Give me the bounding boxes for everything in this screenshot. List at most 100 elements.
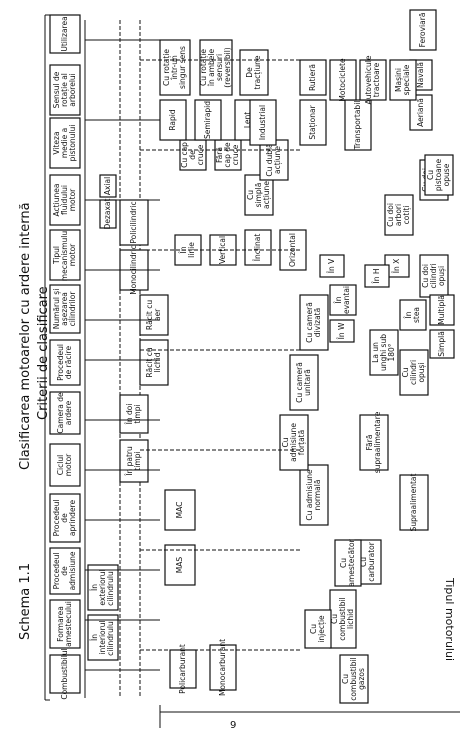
use-box: Feroviară [409, 9, 437, 51]
mixture-box: Îninteriorulcilindrului [87, 614, 119, 661]
svg-text:În doitimpi: În doitimpi [125, 404, 142, 425]
cylinder-box: Înstea [399, 299, 427, 331]
svg-text:Cupistoaneopuse: Cupistoaneopuse [426, 158, 451, 191]
rotation-box: Cu rotațieîn ambelesensuri(reversibil) [199, 39, 233, 96]
svg-text:Fărăsupraalimentare: Fărăsupraalimentare [365, 411, 382, 473]
svg-text:Lent: Lent [243, 112, 252, 128]
svg-text:Cucombustibillichid: Cucombustibillichid [330, 597, 355, 640]
criterion-box: Numărul șiașezareacilindrilor [49, 284, 81, 334]
fuel-type-box: Cuinjecție [304, 609, 332, 649]
svg-text:Vitezamedie apistonului: Vitezamedie apistonului [52, 125, 77, 162]
fuel-type-box: Cuamestecător [334, 538, 362, 587]
criterion-box: Procedeuldeaprindere [49, 493, 81, 543]
svg-text:Staționar: Staționar [308, 104, 318, 139]
svg-text:Mașinispeciale: Mașinispeciale [394, 64, 411, 95]
chamber-box: Cu camerăunitară [289, 354, 319, 411]
svg-text:Monocarburant: Monocarburant [218, 639, 227, 696]
criterion-box: Tipulmecanismuluimotor [49, 229, 81, 281]
svg-text:Rapid: Rapid [168, 109, 177, 130]
cylinder-box: În W [329, 319, 355, 343]
svg-text:În H: În H [372, 269, 381, 284]
svg-text:Înexteriorulcilindrului: Înexteriorulcilindrului [90, 569, 115, 606]
fuel-type-box: Cucombustibillichid [329, 589, 357, 649]
action-box: Cu dublăacțiune [259, 139, 289, 181]
speed-box: Rapid [159, 99, 187, 141]
svg-text:Răcit cuaer: Răcit cuaer [145, 300, 162, 330]
cylinder-box: Policilindric [119, 199, 149, 246]
criterion-box: Procedeulde răcire [49, 339, 81, 386]
mechanism-box: Axial [99, 174, 117, 198]
svg-text:În X: În X [392, 259, 401, 274]
svg-text:Cu rotațieîntr-unsingur sens: Cu rotațieîntr-unsingur sens [162, 46, 187, 89]
use-box: Aeriană [409, 94, 433, 131]
cylinder-box: În H [364, 264, 390, 288]
cylinder-box: Înclinat [244, 229, 272, 266]
svg-text:Navală: Navală [416, 62, 425, 88]
svg-text:Procedeuldeaprindere: Procedeuldeaprindere [52, 500, 77, 537]
cylinder-box: La ununghi sub180° [369, 329, 399, 376]
cylinder-box: Înevantai [329, 284, 357, 316]
mechanism-box: Fărăcap decruce [214, 139, 242, 171]
svg-text:Formareaamestecului: Formareaamestecului [56, 601, 73, 647]
intake-box: Cu admisiunenormală [299, 464, 329, 526]
svg-text:Cu camerăunitară: Cu camerăunitară [295, 362, 312, 403]
svg-text:Răcit culichid: Răcit culichid [145, 347, 162, 377]
criterion-box: Sensul derotație alarborelui [49, 64, 81, 116]
cylinder-box: În V [319, 254, 345, 278]
svg-text:Tipulmecanismuluimotor: Tipulmecanismuluimotor [52, 229, 77, 281]
use-box: Detracțiune [239, 49, 269, 96]
svg-text:Sensul derotație alarborelui: Sensul derotație alarborelui [52, 71, 77, 108]
cylinder-box: Multiplă [429, 294, 455, 326]
svg-text:Cuadmisiuneforțată: Cuadmisiuneforțată [281, 423, 307, 462]
criterion-box: Ciclulmotor [49, 443, 81, 487]
use-box: Transportabil [344, 99, 372, 151]
criterion-box: Camera deardere [49, 391, 81, 435]
svg-text:Transportabil: Transportabil [353, 101, 362, 151]
svg-text:Motociclete: Motociclete [338, 58, 347, 102]
use-box: Rutieră [299, 59, 327, 96]
svg-text:Industrial: Industrial [258, 105, 267, 140]
criterion-box: Procedeuldeadmisiune [49, 547, 81, 595]
ignition-box: MAS [164, 544, 196, 586]
svg-text:Combustibilul: Combustibilul [60, 648, 69, 699]
svg-text:Cu rotațieîn ambelesensuri(rev: Cu rotațieîn ambelesensuri(reversibil) [199, 47, 232, 88]
criterion-box: Combustibilul [49, 648, 81, 700]
svg-text:Simplă: Simplă [437, 331, 446, 357]
svg-text:Înclinat: Înclinat [253, 234, 262, 262]
svg-text:Numărul șiașezareacilindrilor: Numărul șiașezareacilindrilor [52, 289, 77, 330]
svg-text:În W: În W [337, 322, 346, 339]
svg-text:Cu dublăacțiune: Cu dublăacțiune [265, 143, 283, 176]
svg-text:Cu doicilindriopuși: Cu doicilindriopuși [421, 263, 446, 288]
svg-text:Dezaxat: Dezaxat [103, 198, 112, 229]
chamber-box: Cu camerădivizată [299, 294, 329, 351]
use-box: Staționar [299, 99, 327, 146]
svg-text:MAS: MAS [175, 557, 184, 574]
ignition-box: MAC [164, 489, 196, 531]
rotation-box: Cu rotațieîntr-unsingur sens [159, 39, 191, 96]
svg-text:Procedeuldeadmisiune: Procedeuldeadmisiune [52, 551, 77, 590]
svg-text:Ciclulmotor: Ciclulmotor [56, 453, 73, 476]
svg-text:Cucombustibilgazos: Cucombustibilgazos [341, 657, 366, 700]
mechanism-box: Cu capdecruce [179, 139, 207, 171]
use-box: Autovehiculetractoare [359, 55, 387, 104]
svg-text:Camera deardere: Camera deardere [56, 392, 73, 434]
cooling-box: Răcit cuaer [139, 294, 169, 336]
svg-text:În V: În V [327, 258, 336, 273]
svg-text:Îninteriorulcilindrului: Îninteriorulcilindrului [90, 619, 115, 656]
svg-text:Supraalimentat: Supraalimentat [409, 474, 418, 532]
svg-text:Acțiuneafluiduluimotor: Acțiuneafluiduluimotor [52, 184, 77, 217]
svg-text:Cu doiarboricotiți: Cu doiarboricotiți [386, 203, 412, 227]
intake-box: Supraalimentat [399, 474, 429, 532]
fuel-type-box: Monocarburant [209, 639, 237, 696]
svg-text:Detracțiune: Detracțiune [245, 55, 263, 89]
svg-text:Vertical: Vertical [218, 236, 227, 264]
action-box: Cusimplăacțiune [244, 174, 274, 216]
svg-text:Autovehiculetractoare: Autovehiculetractoare [364, 55, 381, 104]
svg-text:Cusimplăacțiune: Cusimplăacțiune [246, 181, 272, 209]
svg-text:Rutieră: Rutieră [308, 64, 317, 91]
svg-text:Axial: Axial [103, 177, 112, 195]
svg-text:Policarburant: Policarburant [178, 644, 187, 694]
svg-text:Cu admisiunenormală: Cu admisiunenormală [305, 469, 322, 521]
